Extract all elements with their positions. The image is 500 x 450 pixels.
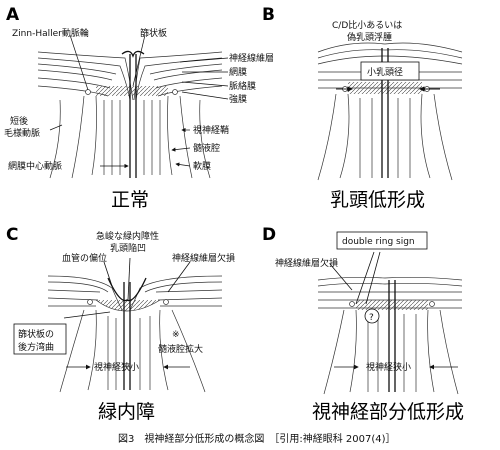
label-nfl-loss-c: 神経線維層欠損 bbox=[172, 252, 235, 264]
panel-a-caption: 正常 bbox=[111, 189, 149, 211]
label-retina: 網膜 bbox=[229, 66, 247, 78]
ring-box bbox=[336, 231, 428, 250]
label-narrow-d: 視神経狭小 bbox=[366, 361, 411, 373]
label-nfl: 神経線維層 bbox=[229, 52, 274, 64]
panel-b-letter: B bbox=[262, 5, 275, 25]
label-pca-1: 短後 bbox=[10, 115, 28, 127]
label-small-disc: 小乳頭径 bbox=[367, 66, 403, 78]
label-sheath: 視神経鞘 bbox=[193, 124, 229, 136]
panel-c-caption: 緑内障 bbox=[98, 401, 155, 423]
question-circle bbox=[364, 308, 380, 324]
lamina-box bbox=[13, 323, 67, 355]
figure-caption: 図3 視神経部分低形成の概念図 ［引用:神経眼科 2007(4)］ bbox=[118, 432, 396, 445]
label-lamina: 篩状板 bbox=[140, 27, 167, 39]
panel-d-illustration bbox=[317, 276, 463, 395]
label-cd-1: C/D比小あるいは bbox=[332, 19, 402, 31]
label-csf: 髄液腔 bbox=[193, 142, 220, 154]
label-cd-2: 偽乳頭浮腫 bbox=[347, 31, 392, 43]
panel-b-caption: 乳頭低形成 bbox=[330, 189, 425, 211]
panel-d-caption: 視神経部分低形成 bbox=[312, 401, 464, 423]
label-ring: double ring sign bbox=[342, 237, 415, 247]
label-zinn: Zinn-Haller動脈輪 bbox=[12, 27, 89, 39]
panel-a: A bbox=[4, 5, 274, 211]
panel-b: B 小乳頭径 C/D比小あるいは 偽乳頭浮腫 乳頭低形成 bbox=[262, 5, 463, 211]
small-disc-box bbox=[360, 61, 420, 81]
panel-b-illustration bbox=[317, 42, 463, 181]
label-choroid: 脈絡膜 bbox=[229, 80, 256, 92]
panel-c: C 急峻な緑内障性 乳頭陥凹 血管の偏位 神経線 bbox=[6, 225, 235, 423]
label-nfl-loss-d: 神経線維層欠損 bbox=[275, 257, 338, 269]
label-lamina-2: 後方湾曲 bbox=[18, 341, 54, 353]
label-question: ? bbox=[369, 313, 374, 323]
label-vessel: 血管の偏位 bbox=[62, 252, 107, 264]
panel-c-letter: C bbox=[6, 225, 18, 245]
label-pca-2: 毛様動脈 bbox=[4, 127, 40, 139]
panel-d-letter: D bbox=[262, 225, 276, 245]
label-sharp-1: 急峻な緑内障性 bbox=[96, 230, 159, 242]
panel-a-illustration bbox=[37, 50, 223, 179]
label-sclera: 強膜 bbox=[229, 93, 247, 105]
label-cra: 網膜中心動脈 bbox=[8, 160, 62, 172]
label-mark: ※ bbox=[172, 330, 180, 340]
label-lamina-1: 篩状板の bbox=[18, 328, 54, 340]
label-narrow-c: 視神経狭小 bbox=[94, 361, 139, 373]
label-pia: 軟膜 bbox=[193, 160, 211, 172]
label-sharp-2: 乳頭陥凹 bbox=[110, 242, 146, 254]
panel-a-letter: A bbox=[6, 5, 20, 25]
label-csf-wide: 髄液腔拡大 bbox=[158, 343, 203, 355]
panel-c-illustration bbox=[47, 275, 223, 393]
panel-d: D ? double ring sign 神経線維層欠損 視神経狭小 視神経部分… bbox=[262, 225, 464, 423]
